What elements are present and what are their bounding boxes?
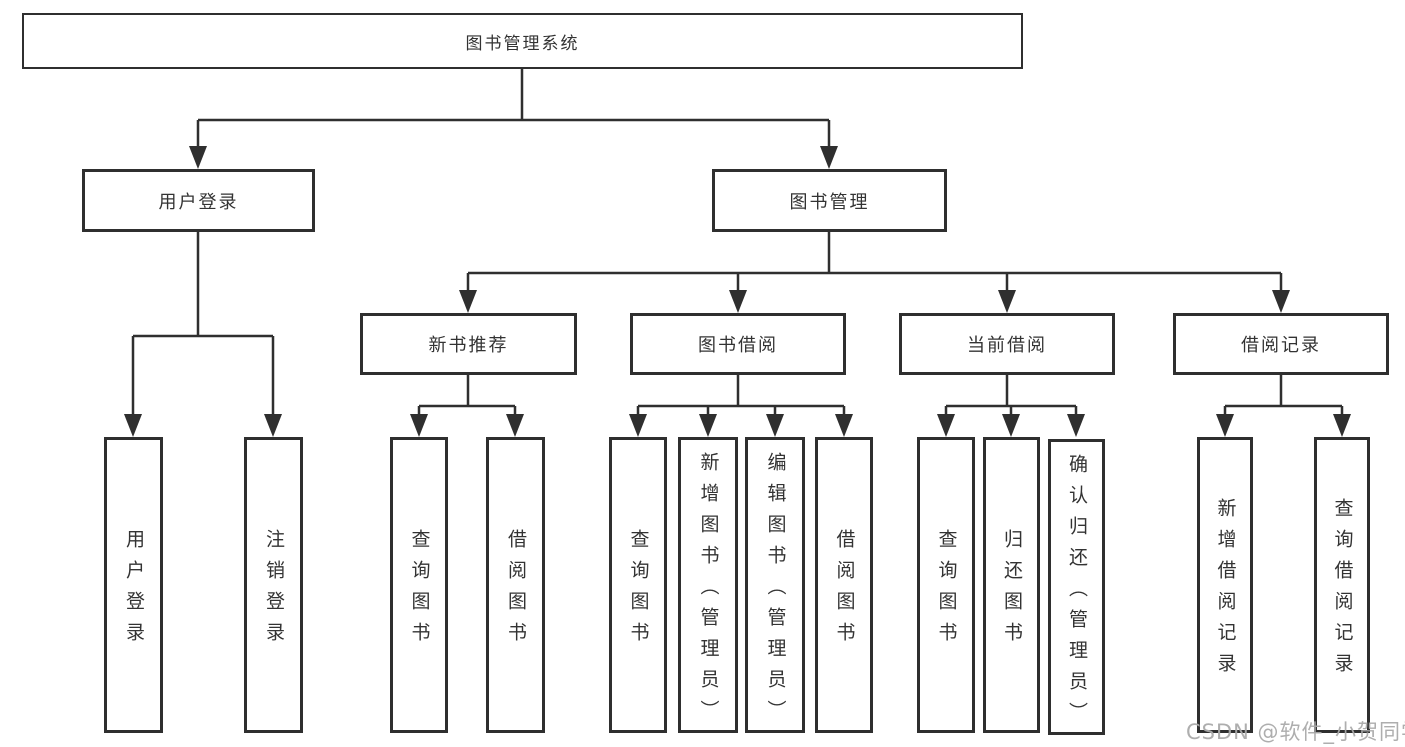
leaf-confirm-return-admin: 确认归还（管理员） (1048, 439, 1105, 735)
leaf-borrow-books-recommend: 借阅图书 (486, 437, 545, 733)
node-label: 注销登录 (263, 529, 285, 653)
node-label: 图书借阅 (698, 335, 778, 356)
node-label: 图书管理系统 (465, 33, 580, 54)
leaf-edit-books-admin: 编辑图书（管理员） (745, 437, 805, 733)
leaf-query-books-recommend: 查询图书 (390, 437, 448, 733)
node-root-library-system: 图书管理系统 (22, 13, 1023, 69)
node-label: 查询图书 (935, 529, 958, 653)
node-label: 编辑图书（管理员） (764, 451, 787, 731)
node-label: 确认归还（管理员） (1066, 453, 1088, 733)
node-label: 新增图书（管理员） (697, 451, 720, 731)
node-label: 借阅图书 (833, 529, 856, 653)
node-label: 用户登录 (123, 529, 145, 653)
node-label: 用户登录 (158, 191, 239, 213)
node-label: 借阅图书 (505, 529, 527, 653)
leaf-logout: 注销登录 (244, 437, 303, 733)
node-label: 查询借阅记录 (1331, 498, 1354, 684)
csdn-watermark: CSDN @软件_小贺同学 (1186, 720, 1405, 744)
node-borrowing-records: 借阅记录 (1173, 313, 1389, 375)
leaf-borrow-books: 借阅图书 (815, 437, 873, 733)
node-user-login: 用户登录 (82, 169, 315, 232)
node-label: 图书管理 (789, 191, 870, 213)
node-label: 借阅记录 (1241, 335, 1321, 356)
leaf-return-books: 归还图书 (983, 437, 1040, 733)
node-label: 归还图书 (1001, 529, 1023, 653)
node-new-book-recommendation: 新书推荐 (360, 313, 577, 375)
node-label: 查询图书 (408, 529, 431, 653)
node-label: 新增借阅记录 (1214, 498, 1237, 684)
leaf-add-borrow-record: 新增借阅记录 (1197, 437, 1253, 733)
node-label: 新书推荐 (428, 335, 509, 356)
node-label: 查询图书 (627, 529, 650, 653)
node-book-management: 图书管理 (712, 169, 947, 232)
node-book-borrowing: 图书借阅 (630, 313, 846, 375)
leaf-query-borrow-record: 查询借阅记录 (1314, 437, 1370, 733)
leaf-add-books-admin: 新增图书（管理员） (678, 437, 738, 733)
leaf-query-books-current: 查询图书 (917, 437, 975, 733)
leaf-user-login: 用户登录 (104, 437, 163, 733)
leaf-query-books-borrow: 查询图书 (609, 437, 667, 733)
node-label: 当前借阅 (967, 335, 1047, 356)
node-current-borrowing: 当前借阅 (899, 313, 1115, 375)
